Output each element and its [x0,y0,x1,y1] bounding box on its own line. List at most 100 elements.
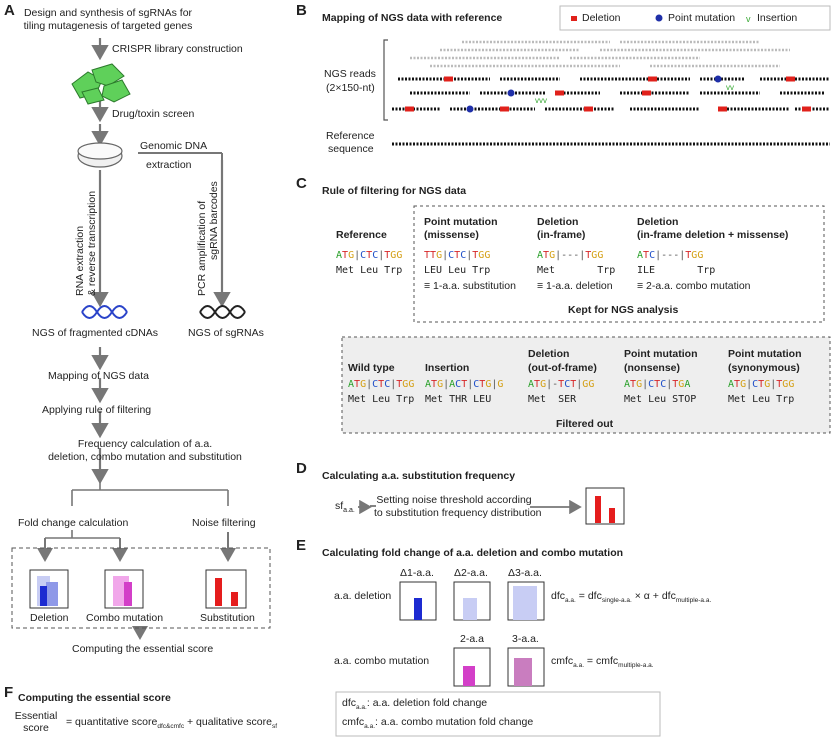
cmfc-equation: cmfca.a. = cmfcmultiple-a.a. [551,655,654,670]
combo-label: Combo mutation [86,612,164,624]
essential-word-2: score [23,722,49,734]
read-length-label: (2×150-nt) [326,82,375,94]
c3-label: 3-a.a. [512,633,539,645]
ins-aa: Met THR LEU [425,394,492,405]
panel-d-label: D [296,460,307,477]
deletion-mark [648,76,657,82]
step1-text: Design and synthesis of sgRNAs for [23,7,193,19]
dna-icon-sgrna [199,305,246,319]
combo-row-label: a.a. combo mutation [334,655,430,667]
del-aa: Met Trp [537,265,616,276]
pm-title1: Point mutation [424,216,498,228]
filtered-label: Filtered out [556,418,614,430]
syn-seq: ATG|CTG|TGG [728,379,795,390]
pm-title2: (missense) [424,229,479,241]
non-title1: Point mutation [624,348,698,360]
panel-b-title: Mapping of NGS data with reference [322,12,503,24]
kept-box [413,205,825,323]
c2-chart [453,647,491,687]
panel-c-label: C [296,175,307,192]
pm-aa: LEU Leu Trp [424,265,491,276]
extraction-text: extraction [146,159,192,171]
step1b-text: tiling mutagenesis of targeted genes [23,20,193,32]
kept-label: Kept for NGS analysis [568,304,679,316]
essential-equation: = quantitative scoredfc&cmfc + qualitati… [66,716,277,731]
cells-icon [71,63,131,105]
deletion-mark [444,76,453,82]
fold-text: Fold change calculation [18,517,129,529]
step3-text: Drug/toxin screen [112,108,195,120]
summary-box [11,547,271,629]
ins-title: Insertion [425,362,470,374]
dm-seq: ATC|---|TGG [637,250,704,261]
ref-aa: Met Leu Trp [336,265,403,276]
d1-label: Δ1-a.a. [400,567,434,579]
syn-title2: (synonymous) [728,362,800,374]
doof-title2: (out-of-frame) [528,362,597,374]
doof-title1: Deletion [528,348,570,360]
ref-title: Reference [336,229,387,241]
c3-chart [507,647,545,687]
insertion-mark: vvv [535,96,547,105]
genomic-text: Genomic DNA [140,140,208,152]
del-title2: (in-frame) [537,229,586,241]
step2-text: CRISPR library construction [112,43,243,55]
dm-title1: Deletion [637,216,679,228]
dna-icon-cdna [81,305,128,319]
doof-seq: ATG|-TCT|GG [528,379,595,390]
rna-text: RNA extraction [74,225,86,296]
filtered-box [341,336,831,434]
barcodes-text: sgRNA barcodes [208,181,220,260]
panel-c-title: Rule of filtering for NGS data [322,185,467,197]
legend-deletion: Deletion [582,12,621,24]
del-title1: Deletion [537,216,579,228]
ngs-cdna-text: NGS of fragmented cDNAs [32,327,159,339]
d1-chart [399,581,437,621]
noise-text-2: to substitution frequency distribution [374,507,542,519]
del-note: ≡ 1-a.a. deletion [537,280,613,292]
non-seq: ATG|CTC|TGA [624,379,691,390]
panel-f-title: Computing the essential score [18,692,171,704]
panel-a-label: A [4,2,15,19]
dm-title2: (in-frame deletion + missense) [637,229,789,241]
deletion-label: Deletion [30,612,69,624]
syn-aa: Met Leu Trp [728,394,795,405]
dm-note: ≡ 2-a.a. combo mutation [637,280,751,292]
point-legend-marker [655,14,663,22]
non-title2: (nonsense) [624,362,681,374]
cmfc-definition: cmfca.a.: a.a. combo mutation fold chang… [342,716,534,731]
deletion-mark [786,76,795,82]
d2-chart [453,581,491,621]
sequence-label: sequence [328,143,374,155]
freq2-text: deletion, combo mutation and substitutio… [48,451,242,463]
deletion-chart-icon [29,569,69,609]
mapping-text: Mapping of NGS data [48,370,149,382]
panel-f-label: F [4,684,14,701]
non-aa: Met Leu STOP [624,394,697,405]
d3-label: Δ3-a.a. [508,567,542,579]
wt-title: Wild type [348,362,395,374]
deletion-mark [500,106,509,112]
panel-e-title: Calculating fold change of a.a. deletion… [322,547,624,559]
point-mutation-mark [466,105,474,113]
insertion-legend-marker: v [746,14,751,24]
filtering-text: Applying rule of filtering [42,404,152,416]
deletion-mark [555,90,564,96]
noise-text-1: Setting noise threshold according [376,494,532,506]
noise-text: Noise filtering [192,517,256,529]
wt-aa: Met Leu Trp [348,394,415,405]
essential-text: Computing the essential score [72,643,214,655]
point-mutation-mark [507,89,515,97]
reference-label: Reference [326,130,375,142]
ins-seq: ATG|ACT|CTG|G [425,379,504,390]
substitution-chart-icon [205,569,247,609]
dfc-definition: dfca.a.: a.a. deletion fold change [342,697,488,712]
del-seq: ATG|---|TGG [537,250,604,261]
deletion-mark [584,106,593,112]
essential-word-1: Essential [14,710,58,722]
combo-chart-icon [104,569,144,609]
syn-title1: Point mutation [728,348,802,360]
sf-label: sfa.a. [335,500,355,515]
